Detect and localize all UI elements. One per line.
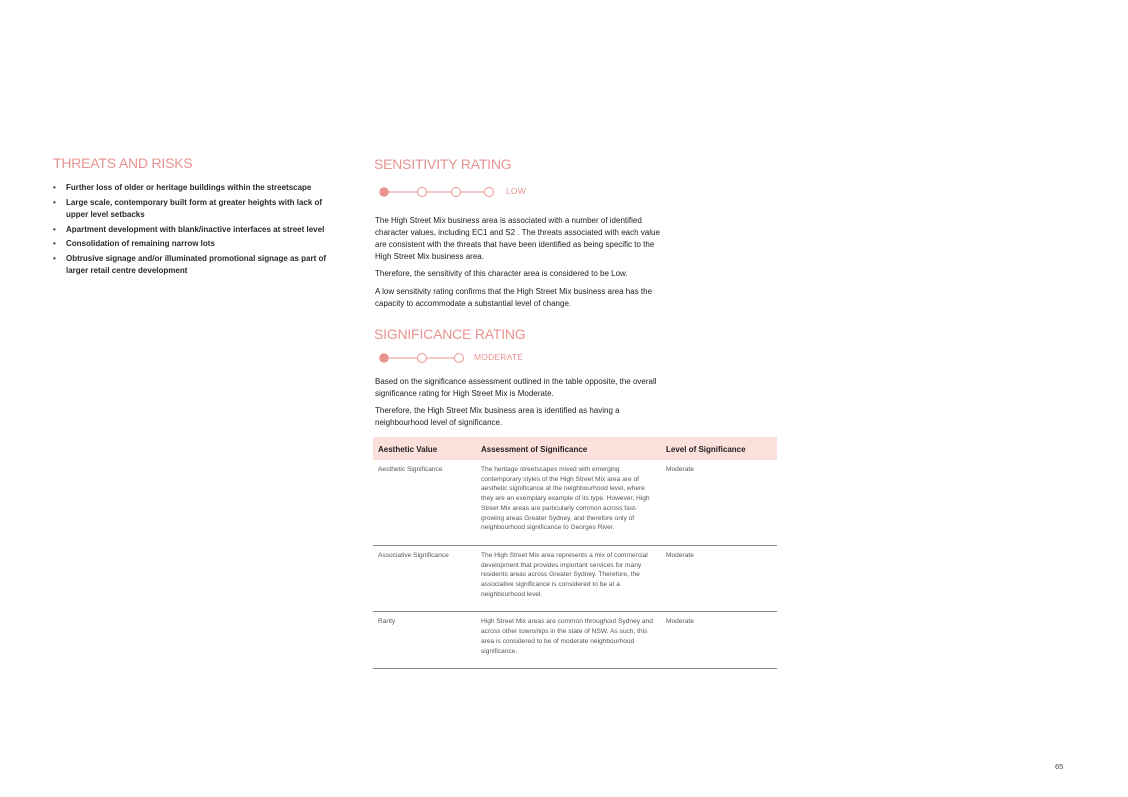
sensitivity-rating-label: LOW: [506, 186, 526, 196]
table-cell-assessment: The High Street Mix area represents a mi…: [476, 545, 661, 613]
sensitivity-paragraph: Therefore, the sensitivity of this chara…: [375, 269, 628, 278]
sensitivity-rating-scale: LOW: [378, 186, 528, 198]
page-number: 65: [1055, 762, 1064, 771]
table-cell-value: Associative Significance: [373, 545, 476, 613]
scale-dot: [451, 187, 461, 197]
list-item: Large scale, contemporary built form at …: [53, 197, 343, 222]
table-cell-value: Rarity: [373, 611, 476, 670]
rating-scale-graphic: [379, 187, 494, 197]
list-item: Apartment development with blank/inactiv…: [53, 224, 343, 237]
scale-dot: [417, 353, 427, 363]
list-item: Further loss of older or heritage buildi…: [53, 182, 343, 195]
significance-table: Aesthetic Value Assessment of Significan…: [373, 437, 777, 670]
list-item: Obtrusive signage and/or illuminated pro…: [53, 253, 343, 278]
table-cell-level: Moderate: [661, 545, 777, 613]
table-row: Rarity High Street Mix areas are common …: [373, 611, 777, 670]
sensitivity-paragraph: The High Street Mix business area is ass…: [375, 216, 660, 261]
significance-paragraph: Based on the significance assessment out…: [375, 377, 657, 398]
scale-dot: [484, 187, 494, 197]
sensitivity-heading: SENSITIVITY RATING: [374, 156, 512, 172]
column-header: Assessment of Significance: [476, 437, 661, 460]
table-cell-level: Moderate: [661, 460, 777, 546]
scale-dot: [417, 187, 427, 197]
threats-heading: THREATS AND RISKS: [53, 155, 193, 171]
table-row: Associative Significance The High Street…: [373, 545, 777, 613]
rating-scale-graphic: [379, 353, 464, 363]
threats-list: Further loss of older or heritage buildi…: [53, 182, 343, 280]
scale-dot: [454, 353, 464, 363]
column-header: Aesthetic Value: [373, 437, 476, 460]
sensitivity-paragraph: A low sensitivity rating confirms that t…: [375, 287, 653, 308]
table-cell-assessment: The heritage streetscapes mixed with eme…: [476, 460, 661, 546]
list-item: Consolidation of remaining narrow lots: [53, 238, 343, 251]
significance-rating-scale: MODERATE: [378, 352, 528, 364]
significance-paragraph: Therefore, the High Street Mix business …: [375, 406, 620, 427]
significance-heading: SIGNIFICANCE RATING: [374, 326, 526, 342]
column-header: Level of Significance: [661, 437, 777, 460]
table-cell-value: Aesthetic Significance: [373, 460, 476, 546]
significance-rating-label: MODERATE: [474, 352, 524, 362]
table-cell-assessment: High Street Mix areas are common through…: [476, 611, 661, 670]
table-header-row: Aesthetic Value Assessment of Significan…: [373, 437, 777, 460]
scale-dot-selected: [379, 187, 389, 197]
scale-dot-selected: [379, 353, 389, 363]
table-row: Aesthetic Significance The heritage stre…: [373, 460, 777, 546]
table-cell-level: Moderate: [661, 611, 777, 670]
